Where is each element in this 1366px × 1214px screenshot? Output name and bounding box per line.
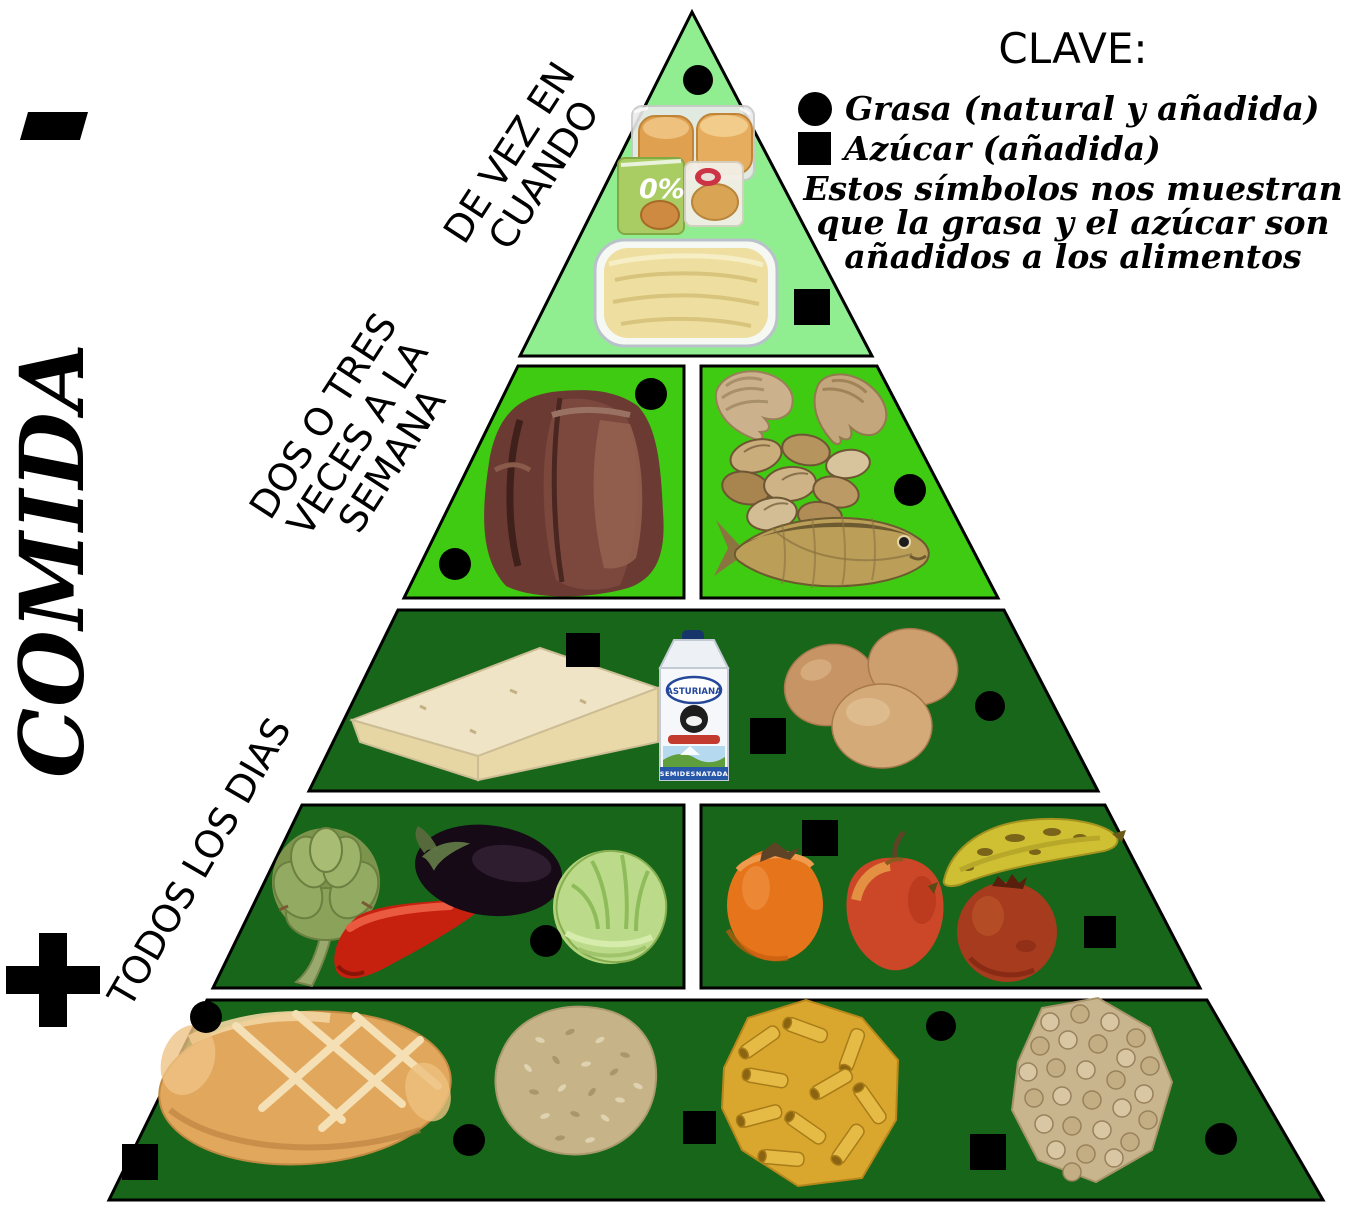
azucar-square-symbol (566, 633, 600, 667)
legend-item-label: Azúcar (añadida) (844, 129, 1161, 168)
legend-item-grasa: Grasa (natural y añadida) (798, 89, 1356, 128)
milk-type-text: SEMIDESNATADA (660, 770, 728, 778)
apple-icon (846, 830, 944, 971)
grasa-circle-symbol (530, 925, 562, 957)
grasa-circle-symbol (926, 1011, 956, 1041)
legend-item-azucar: Azúcar (añadida) (798, 129, 1356, 168)
legend-note-line: que la grasa y el azúcar son (816, 203, 1330, 242)
bag-label-text: 0% (639, 174, 685, 205)
azucar-square-symbol (970, 1134, 1006, 1170)
banana-icon (928, 817, 1126, 894)
legend-note-line: Estos símbolos nos muestran (803, 169, 1343, 208)
bread-icon (158, 1010, 452, 1166)
cheese-wedge-icon (348, 646, 661, 782)
prawns-icon (714, 370, 888, 446)
grasa-circle-symbol (635, 378, 667, 410)
zero-percent-bag-icon: 0% (617, 157, 685, 235)
grasa-circle-symbol (975, 691, 1005, 721)
pastry-pack-icon (684, 161, 744, 227)
azucar-square-symbol (122, 1144, 158, 1180)
legend-note: Estos símbolos nos muestran que la grasa… (790, 172, 1356, 274)
butter-tub-icon (593, 238, 779, 348)
grasa-circle-symbol (894, 474, 926, 506)
azucar-square-symbol (683, 1111, 716, 1144)
legend: CLAVE: Grasa (natural y añadida) Azúcar … (790, 24, 1356, 274)
milk-carton-icon: ASTURIANA SEMIDESNATADA (658, 630, 730, 781)
persimmon-icon (725, 842, 823, 962)
lettuce-icon (553, 849, 668, 964)
azucar-square-symbol (1084, 916, 1116, 948)
grasa-circle-symbol (190, 1001, 222, 1033)
grasa-circle-symbol (683, 65, 713, 95)
azucar-square-icon (798, 132, 831, 165)
plus-symbol-bar (39, 933, 67, 1027)
milk-brand-text: ASTURIANA (666, 687, 722, 697)
fish-icon (714, 515, 930, 589)
artichoke-icon (272, 827, 380, 988)
eggs-icon (783, 627, 959, 769)
chickpeas-icon (1010, 996, 1174, 1184)
grasa-circle-symbol (439, 548, 471, 580)
pasta-icon (720, 998, 900, 1188)
azucar-square-symbol (750, 718, 786, 754)
red-meat-icon (484, 390, 664, 597)
grasa-circle-icon (798, 91, 832, 126)
eggplant-icon (415, 824, 563, 917)
azucar-square-symbol (802, 820, 838, 856)
legend-note-line: añadidos a los alimentos (844, 237, 1302, 276)
grasa-circle-symbol (1205, 1123, 1237, 1155)
pomegranate-icon (957, 874, 1057, 982)
grasa-circle-symbol (453, 1124, 485, 1156)
legend-title: CLAVE: (998, 24, 1148, 73)
legend-item-label: Grasa (natural y añadida) (845, 89, 1320, 128)
azucar-square-symbol (794, 289, 830, 325)
rice-icon (494, 1005, 658, 1156)
